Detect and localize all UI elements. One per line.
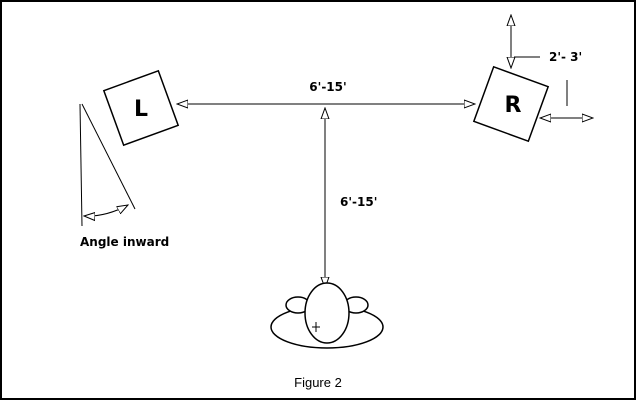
listener xyxy=(270,282,384,349)
left-speaker-label: L xyxy=(134,97,148,122)
wall-clearance-label: 2'- 3' xyxy=(549,50,582,64)
angle-arc-arrow xyxy=(84,205,128,216)
figure-caption: Figure 2 xyxy=(294,375,342,390)
listener-nose-mark xyxy=(312,322,320,332)
angle-speaker-axis-line xyxy=(81,103,136,210)
speaker-spacing-label: 6'-15' xyxy=(309,80,346,94)
listener-head xyxy=(304,282,350,344)
angle-label: Angle inward xyxy=(80,235,169,249)
listening-distance-label: 6'-15' xyxy=(340,195,377,209)
right-speaker-label: R xyxy=(505,93,522,118)
right-speaker xyxy=(472,65,550,143)
left-speaker xyxy=(102,69,180,147)
angle-reference-line xyxy=(79,103,83,227)
